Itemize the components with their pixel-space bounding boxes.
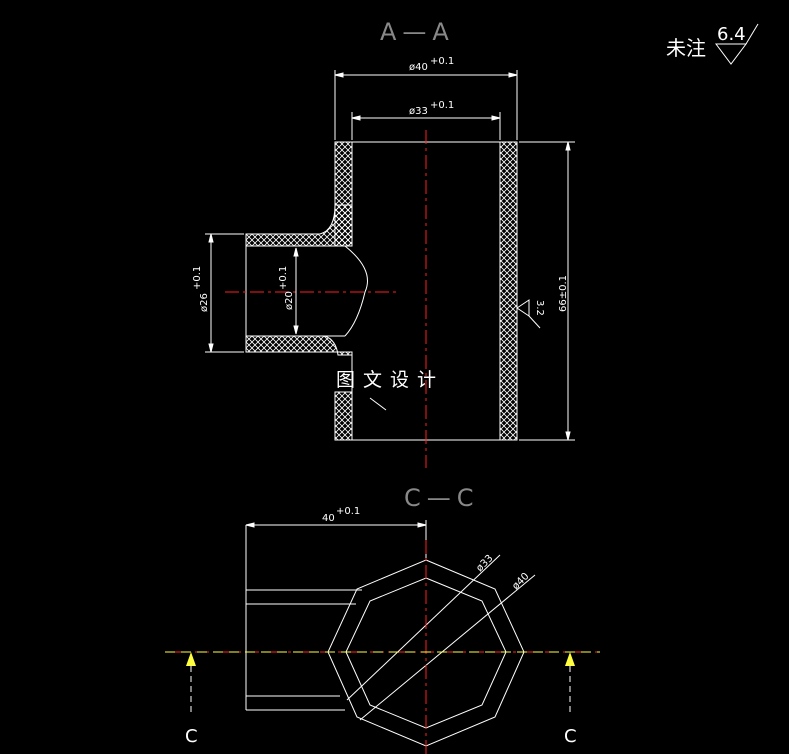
watermark-leader [369, 397, 387, 411]
watermark: 图文设计 [336, 369, 444, 391]
dim-height: 66±0.1 [558, 275, 569, 312]
dim-top-outer-lines [334, 70, 518, 140]
cc-dim-length-tol: +0.1 [336, 506, 360, 517]
note-label: 未注 [666, 36, 706, 60]
dim-top-outer-tol: +0.1 [430, 56, 454, 67]
center-lines-aa [225, 130, 427, 468]
cut-label-right: C [564, 726, 577, 747]
dim-top-outer: ø40 [409, 62, 428, 73]
dim-left-inner-tol: +0.1 [278, 266, 289, 290]
dim-top-inner-lines [351, 112, 501, 140]
section-aa-title: A—A [380, 18, 455, 46]
cc-diameter-leaders [346, 554, 536, 721]
dim-left-outer-tol: +0.1 [192, 266, 203, 290]
branch-upper-wall [245, 204, 353, 247]
note-roughness: 6.4 [717, 24, 746, 45]
main-tube-left-wall-lower [334, 391, 353, 441]
dim-left-inner: ø20 [284, 291, 295, 310]
cut-marker-right [565, 652, 575, 712]
dim-left-outer: ø26 [199, 293, 210, 312]
main-tube-right-wall [499, 141, 518, 441]
dim-left-outer-lines [205, 233, 244, 353]
cc-dim-length: 40 [322, 513, 335, 524]
roughness-local-symbol [516, 299, 541, 329]
cc-dim-inner: ø33 [474, 553, 495, 574]
section-cc-title: C—C [404, 484, 480, 512]
center-lines-cc [170, 540, 600, 754]
dim-top-inner: ø33 [409, 106, 428, 117]
note-roughness-symbol [715, 23, 759, 65]
dim-height-lines [519, 141, 575, 441]
cc-dim-length-lines [245, 520, 427, 558]
dim-top-inner-tol: +0.1 [430, 100, 454, 111]
roughness-local: 3.2 [534, 300, 545, 316]
cut-marker-left [186, 652, 196, 712]
dim-left-inner-lines [293, 247, 299, 335]
cc-dim-outer: ø40 [510, 571, 531, 592]
branch-outline [245, 234, 368, 352]
cut-label-left: C [185, 726, 198, 747]
branch-lower-wall [245, 335, 353, 356]
cc-branch-outline [245, 525, 362, 711]
